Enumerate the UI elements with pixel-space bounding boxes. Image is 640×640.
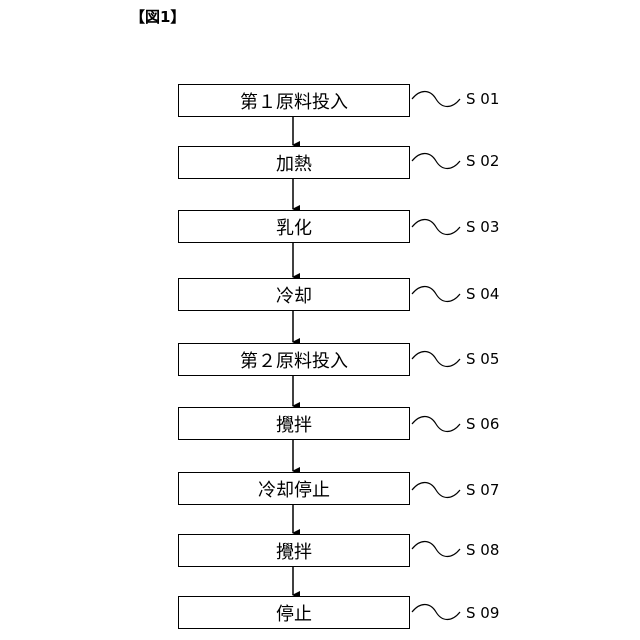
step-box-s03: 乳化 xyxy=(178,210,410,243)
step-text: 加熱 xyxy=(276,150,312,176)
leader-squiggle xyxy=(412,92,460,107)
step-box-s09: 停止 xyxy=(178,596,410,629)
step-text: 攪拌 xyxy=(276,411,312,437)
step-label-s07: S 07 xyxy=(466,481,499,499)
step-label-s06: S 06 xyxy=(466,415,499,433)
step-box-s05: 第２原料投入 xyxy=(178,343,410,376)
step-label-s09: S 09 xyxy=(466,604,499,622)
leader-squiggle xyxy=(412,483,460,498)
step-text: 停止 xyxy=(276,600,312,626)
leader-squiggle xyxy=(412,352,460,367)
step-text: 冷却停止 xyxy=(258,476,330,502)
step-box-s06: 攪拌 xyxy=(178,407,410,440)
leader-squiggle xyxy=(412,417,460,432)
step-label-s01: S 01 xyxy=(466,90,499,108)
step-box-s08: 攪拌 xyxy=(178,534,410,567)
leader-squiggle xyxy=(412,605,460,620)
step-box-s07: 冷却停止 xyxy=(178,472,410,505)
step-label-s08: S 08 xyxy=(466,541,499,559)
step-label-s04: S 04 xyxy=(466,285,499,303)
leader-squiggle xyxy=(412,287,460,302)
step-text: 攪拌 xyxy=(276,538,312,564)
step-box-s01: 第１原料投入 xyxy=(178,84,410,117)
step-box-s04: 冷却 xyxy=(178,278,410,311)
step-label-s05: S 05 xyxy=(466,350,499,368)
leader-squiggle xyxy=(412,220,460,235)
step-text: 第１原料投入 xyxy=(240,88,348,114)
leader-squiggle xyxy=(412,542,460,557)
step-text: 第２原料投入 xyxy=(240,347,348,373)
step-box-s02: 加熱 xyxy=(178,146,410,179)
step-text: 乳化 xyxy=(276,214,312,240)
leader-squiggle xyxy=(412,154,460,169)
step-text: 冷却 xyxy=(276,282,312,308)
step-label-s02: S 02 xyxy=(466,152,499,170)
step-label-s03: S 03 xyxy=(466,218,499,236)
